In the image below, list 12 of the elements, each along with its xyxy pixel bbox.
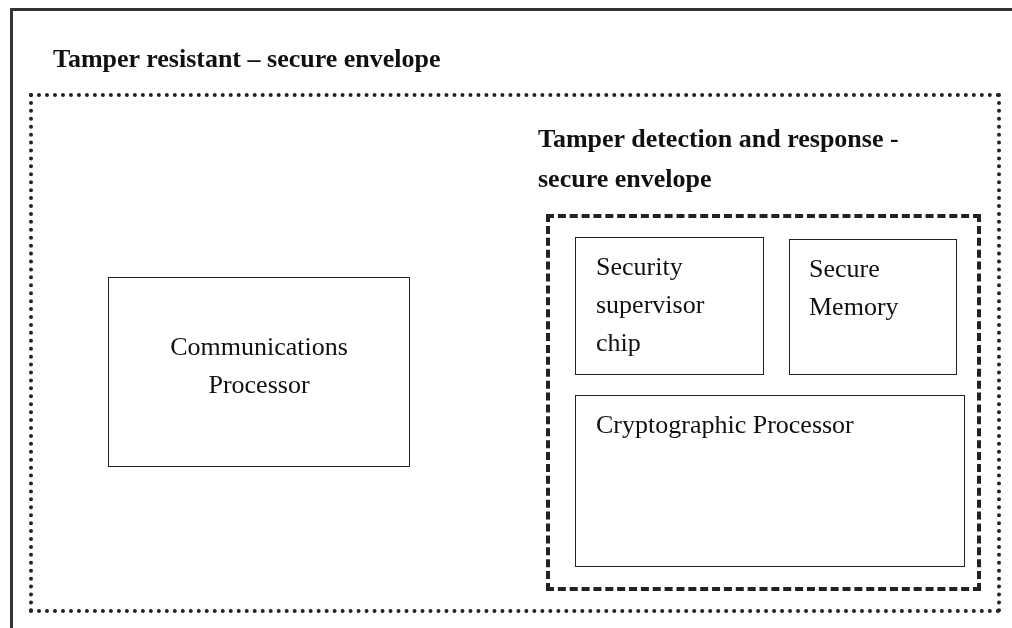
envelope-heading: Tamper resistant – secure envelope xyxy=(53,43,442,75)
box-label: Secure Memory xyxy=(809,253,900,323)
process-box xyxy=(575,395,965,567)
dotted-envelope xyxy=(29,93,1001,613)
process-box xyxy=(575,237,764,375)
box-label: Cryptographic Processor xyxy=(596,409,855,441)
process-box xyxy=(789,239,957,375)
box-label: Communications Processor xyxy=(169,331,349,401)
process-box xyxy=(108,277,410,467)
outer-envelope xyxy=(10,8,1012,628)
box-label: Security supervisor chip xyxy=(596,251,706,359)
envelope-heading: Tamper detection and response -secure envelope xyxy=(538,123,900,195)
